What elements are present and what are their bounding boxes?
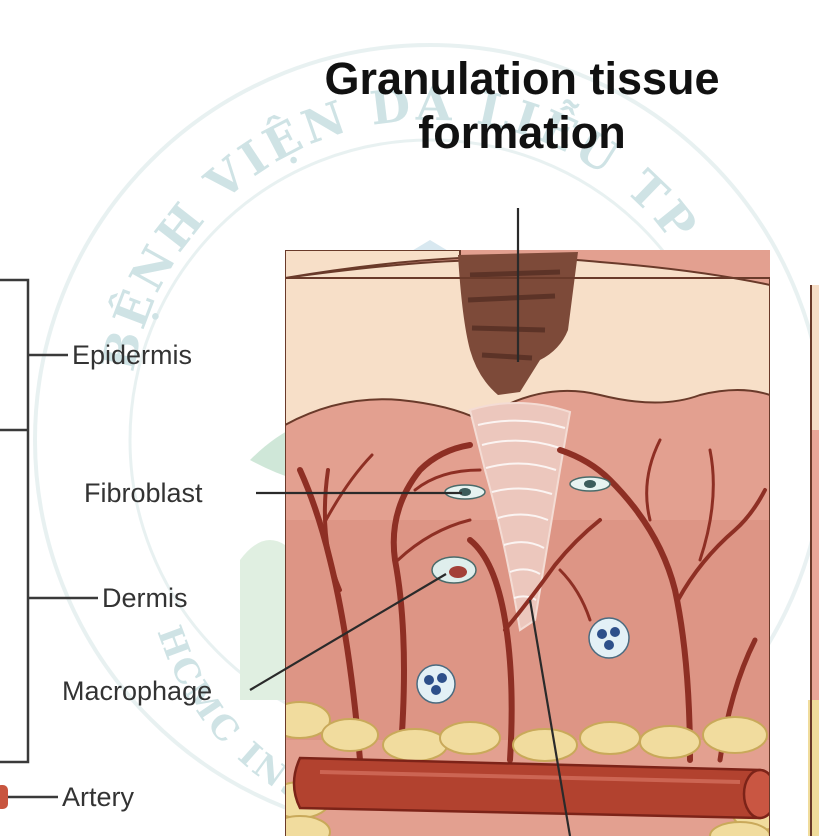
right-panel-edge bbox=[808, 285, 819, 836]
fibroblast-cell-right bbox=[570, 477, 610, 491]
neutrophil-cell-left bbox=[417, 665, 455, 703]
artery-label: Artery bbox=[62, 782, 134, 812]
skin-cross-section bbox=[270, 250, 788, 836]
neutrophil-cell-right bbox=[589, 618, 629, 658]
fibroblast-label: Fibroblast bbox=[84, 478, 203, 508]
right-panel-fat-strip bbox=[808, 700, 819, 836]
right-panel-dermis-strip bbox=[811, 430, 819, 730]
diagram-title-line-1: Granulation tissue bbox=[262, 52, 782, 106]
right-panel-epidermis-strip bbox=[811, 285, 819, 430]
macrophage-label: Macrophage bbox=[62, 676, 212, 706]
left-panel-edge bbox=[0, 280, 28, 762]
diagram-title: Granulation tissue formation bbox=[262, 52, 782, 160]
diagram-title-line-2: formation bbox=[262, 106, 782, 160]
epidermis-label: Epidermis bbox=[72, 340, 192, 370]
left-artery-stub bbox=[0, 785, 8, 809]
dermis-label: Dermis bbox=[102, 583, 188, 613]
